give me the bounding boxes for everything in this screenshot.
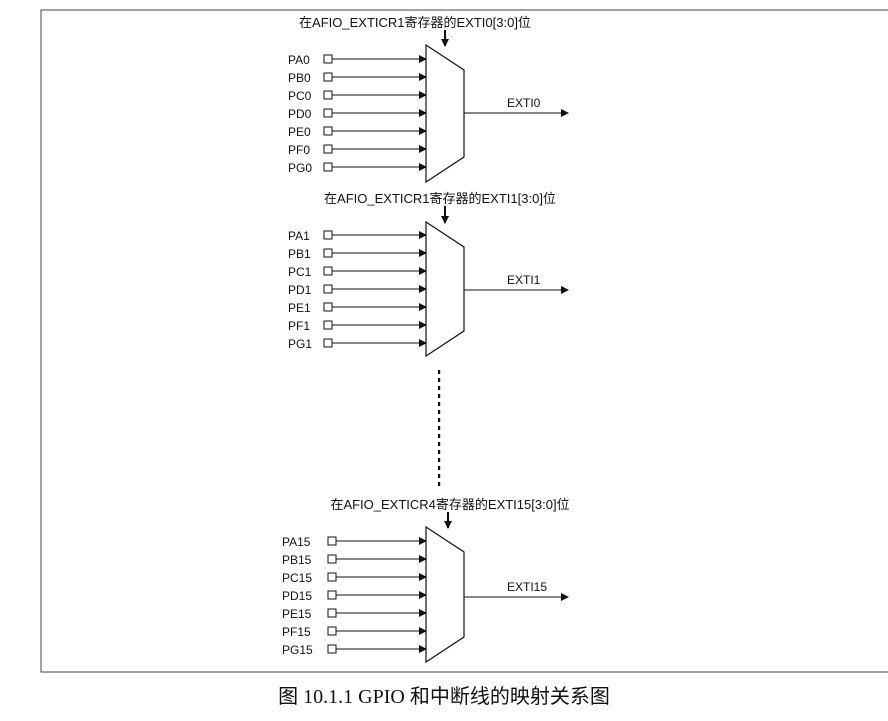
dot bbox=[438, 434, 441, 438]
continuation-dots bbox=[438, 370, 441, 486]
output-label: EXTI0 bbox=[507, 96, 541, 110]
dot bbox=[438, 474, 441, 478]
input-pin bbox=[323, 230, 333, 240]
input-pin-label: PC1 bbox=[288, 265, 312, 279]
register-label: 在AFIO_EXTICR1寄存器的EXTI1[3:0]位 bbox=[324, 191, 556, 206]
dot bbox=[438, 410, 441, 414]
mux-group: 在AFIO_EXTICR1寄存器的EXTI1[3:0]位 PA1PB1PC1PD1… bbox=[288, 191, 569, 358]
diagram-frame bbox=[40, 9, 888, 673]
input-pin-label: PB1 bbox=[288, 247, 311, 261]
register-label: 在AFIO_EXTICR1寄存器的EXTI0[3:0]位 bbox=[299, 15, 531, 30]
dot bbox=[438, 482, 441, 486]
dot bbox=[438, 394, 441, 398]
input-pin-label: PD15 bbox=[282, 589, 312, 603]
dot bbox=[438, 466, 441, 470]
dot bbox=[438, 418, 441, 422]
input-pin-label: PG15 bbox=[282, 643, 313, 657]
output-label: EXTI15 bbox=[507, 580, 547, 594]
input-pin bbox=[327, 536, 337, 546]
input-pin bbox=[323, 162, 333, 172]
register-label: 在AFIO_EXTICR4寄存器的EXTI15[3:0]位 bbox=[330, 497, 569, 512]
input-pin bbox=[327, 572, 337, 582]
input-pin-label: PE0 bbox=[288, 125, 311, 139]
input-pin bbox=[323, 72, 333, 82]
input-pin-label: PF0 bbox=[288, 143, 310, 157]
mux-group: 在AFIO_EXTICR1寄存器的EXTI0[3:0]位 PA0PB0PC0PD0… bbox=[288, 15, 569, 184]
output-label: EXTI1 bbox=[507, 273, 541, 287]
dot bbox=[438, 402, 441, 406]
input-pin-label: PD0 bbox=[288, 107, 312, 121]
input-pin-label: PA1 bbox=[288, 229, 310, 243]
input-pin-label: PB15 bbox=[282, 553, 312, 567]
input-pin bbox=[327, 626, 337, 636]
mux-groups: 在AFIO_EXTICR1寄存器的EXTI0[3:0]位 PA0PB0PC0PD0… bbox=[282, 15, 570, 664]
multiplexer bbox=[425, 43, 465, 184]
multiplexer bbox=[425, 220, 465, 358]
input-pin-label: PF15 bbox=[282, 625, 311, 639]
input-pin bbox=[323, 338, 333, 348]
input-pin-label: PA15 bbox=[282, 535, 311, 549]
input-pin bbox=[323, 144, 333, 154]
dot bbox=[438, 426, 441, 430]
input-pin-label: PE15 bbox=[282, 607, 312, 621]
input-pin bbox=[327, 554, 337, 564]
dot bbox=[438, 442, 441, 446]
input-pin bbox=[327, 644, 337, 654]
input-pin-label: PB0 bbox=[288, 71, 311, 85]
input-pin bbox=[323, 284, 333, 294]
multiplexer bbox=[425, 525, 465, 664]
input-pin bbox=[327, 590, 337, 600]
mux-group: 在AFIO_EXTICR4寄存器的EXTI15[3:0]位 PA15PB15PC1… bbox=[282, 497, 570, 664]
dot bbox=[438, 386, 441, 390]
input-pin bbox=[323, 54, 333, 64]
input-pin-label: PE1 bbox=[288, 301, 311, 315]
input-pin bbox=[323, 248, 333, 258]
input-pin-label: PF1 bbox=[288, 319, 310, 333]
input-pin-label: PC15 bbox=[282, 571, 312, 585]
input-pin-label: PD1 bbox=[288, 283, 312, 297]
input-pin bbox=[327, 608, 337, 618]
input-pin-label: PG0 bbox=[288, 161, 312, 175]
dot bbox=[438, 450, 441, 454]
dot bbox=[438, 378, 441, 382]
dot bbox=[438, 370, 441, 374]
input-pin bbox=[323, 302, 333, 312]
input-pin-label: PG1 bbox=[288, 337, 312, 351]
input-pin-label: PC0 bbox=[288, 89, 312, 103]
input-pin bbox=[323, 108, 333, 118]
input-pin bbox=[323, 90, 333, 100]
input-pin-label: PA0 bbox=[288, 53, 310, 67]
figure-caption: 图 10.1.1 GPIO 和中断线的映射关系图 bbox=[278, 686, 610, 708]
input-pin bbox=[323, 126, 333, 136]
input-pin bbox=[323, 320, 333, 330]
input-pin bbox=[323, 266, 333, 276]
dot bbox=[438, 458, 441, 462]
